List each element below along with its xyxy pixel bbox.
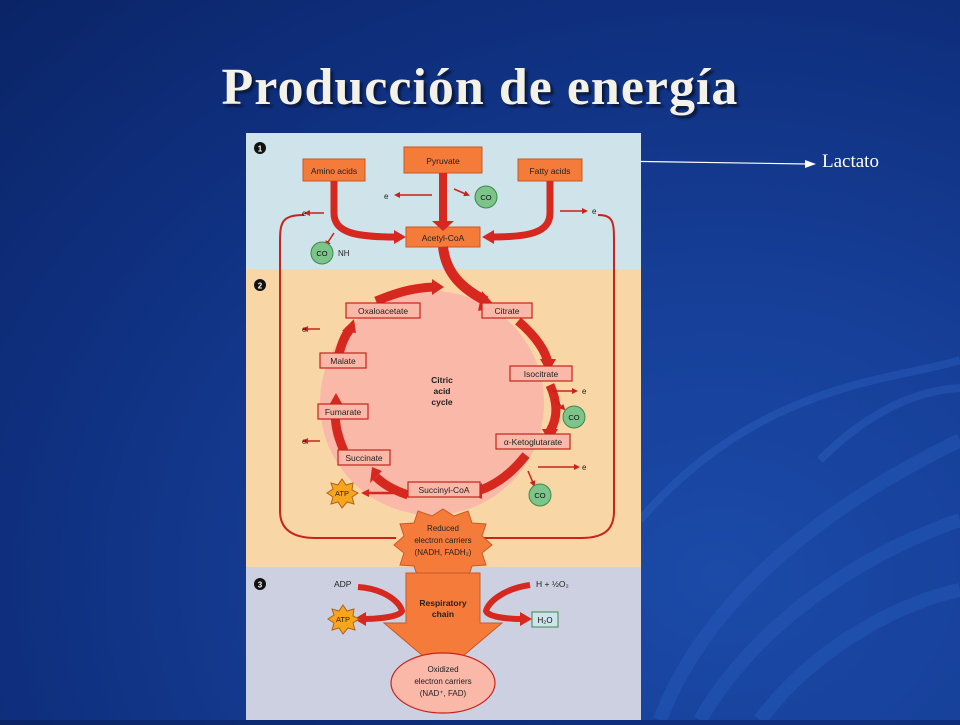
h-half-o2-label: H + ½O₂: [536, 579, 569, 589]
cycle-center-line2: acid: [433, 386, 450, 396]
pyruvate-co2-arrow: [453, 188, 470, 197]
nh3-label: NH: [338, 249, 350, 258]
svg-text:H₂O: H₂O: [537, 616, 552, 625]
svg-text:Respiratory: Respiratory: [419, 598, 467, 608]
amino-acids-box: Amino acids: [302, 158, 366, 182]
pyruvate-box: Pyruvate: [403, 146, 483, 174]
electron-label: e: [592, 207, 597, 216]
svg-text:Acetyl-CoA: Acetyl-CoA: [422, 233, 465, 243]
co2-badge: CO: [528, 483, 552, 507]
oxidized-carriers-oval: Oxidized electron carriers (NAD⁺, FAD): [390, 652, 496, 714]
svg-text:Oxaloacetate: Oxaloacetate: [358, 306, 408, 316]
lactato-label: Lactato: [822, 151, 879, 172]
acetyl-to-citrate-arrow: [438, 246, 489, 306]
electron-label: e: [302, 437, 307, 446]
succinate-box: Succinate: [337, 449, 391, 466]
cycle-center-line1: Citric: [431, 375, 453, 385]
atp-starburst: ATP: [326, 478, 359, 509]
co2-badge: CO: [474, 185, 498, 209]
electron-loop-left: [279, 214, 396, 539]
svg-text:Amino acids: Amino acids: [311, 166, 357, 176]
electron-label: e: [302, 209, 307, 218]
fatty-acids-box: Fatty acids: [517, 158, 583, 182]
adp-atp-arrow: [357, 584, 406, 622]
svg-text:Pyruvate: Pyruvate: [426, 156, 460, 166]
svg-text:Succinyl-CoA: Succinyl-CoA: [418, 485, 469, 495]
svg-text:Fumarate: Fumarate: [325, 407, 362, 417]
electron-label: e: [302, 325, 307, 334]
keto-co2-arrow: [527, 470, 536, 487]
co2-badge: CO: [562, 405, 586, 429]
svg-text:chain: chain: [432, 609, 454, 619]
succinyl-coa-box: Succinyl-CoA: [407, 481, 481, 498]
co2-badge: CO: [310, 241, 334, 265]
atp-starburst: ATP: [327, 604, 360, 635]
metabolism-figure: 1 2 3 Amino acids Pyruvate Fatty acids A…: [246, 133, 641, 720]
svg-text:Isocitrate: Isocitrate: [524, 369, 559, 379]
respiratory-chain-arrow: Respiratory chain: [382, 572, 504, 674]
citrate-box: Citrate: [481, 302, 533, 319]
ketoglutarate-box: α-Ketoglutarate: [495, 433, 571, 450]
svg-text:electron carriers: electron carriers: [414, 677, 471, 686]
svg-text:Citrate: Citrate: [494, 306, 519, 316]
svg-text:ATP: ATP: [335, 489, 349, 498]
cycle-arrows: [330, 282, 561, 500]
svg-text:Succinate: Succinate: [345, 453, 383, 463]
svg-text:2: 2: [258, 282, 263, 291]
electron-label: e: [384, 192, 389, 201]
adp-label: ADP: [334, 579, 352, 589]
svg-text:Malate: Malate: [330, 356, 356, 366]
stage-marker-1: 1: [254, 142, 266, 154]
oxygen-water-arrow: [482, 582, 531, 622]
stage-marker-3: 3: [254, 578, 266, 590]
svg-text:(NADH, FADH₂): (NADH, FADH₂): [415, 548, 472, 557]
oxaloacetate-box: Oxaloacetate: [345, 302, 421, 319]
stage-marker-2: 2: [254, 279, 266, 291]
iso-co2-arrow: [553, 398, 566, 411]
svg-text:CO: CO: [568, 413, 579, 422]
slide-title: Producción de energía: [221, 59, 739, 116]
reduced-carriers-burst: Reduced electron carriers (NADH, FADH₂): [393, 508, 493, 582]
fatty-acids-arrow: [491, 181, 554, 241]
amino-acids-arrow: [330, 181, 397, 241]
svg-text:Fatty acids: Fatty acids: [529, 166, 570, 176]
h2o-box: H₂O: [531, 611, 559, 628]
svg-text:3: 3: [258, 581, 263, 590]
malate-box: Malate: [319, 352, 367, 369]
electron-loop-right: [484, 214, 615, 539]
svg-text:CO: CO: [534, 491, 545, 500]
svg-text:CO: CO: [480, 193, 491, 202]
svg-text:Reduced: Reduced: [427, 524, 459, 533]
fumarate-box: Fumarate: [317, 403, 369, 420]
svg-text:Oxidized: Oxidized: [427, 665, 458, 674]
svg-text:ATP: ATP: [336, 615, 350, 624]
svg-text:electron carriers: electron carriers: [414, 536, 471, 545]
svg-text:(NAD⁺, FAD): (NAD⁺, FAD): [420, 689, 467, 698]
svg-text:1: 1: [258, 145, 263, 154]
svg-text:α-Ketoglutarate: α-Ketoglutarate: [504, 437, 563, 447]
electron-label: e: [582, 387, 587, 396]
svg-text:CO: CO: [316, 249, 327, 258]
isocitrate-box: Isocitrate: [509, 365, 573, 382]
electron-label: e: [582, 463, 587, 472]
cycle-center-line3: cycle: [431, 397, 453, 407]
metabolism-diagram: 1 2 3 Amino acids Pyruvate Fatty acids A…: [246, 133, 641, 720]
